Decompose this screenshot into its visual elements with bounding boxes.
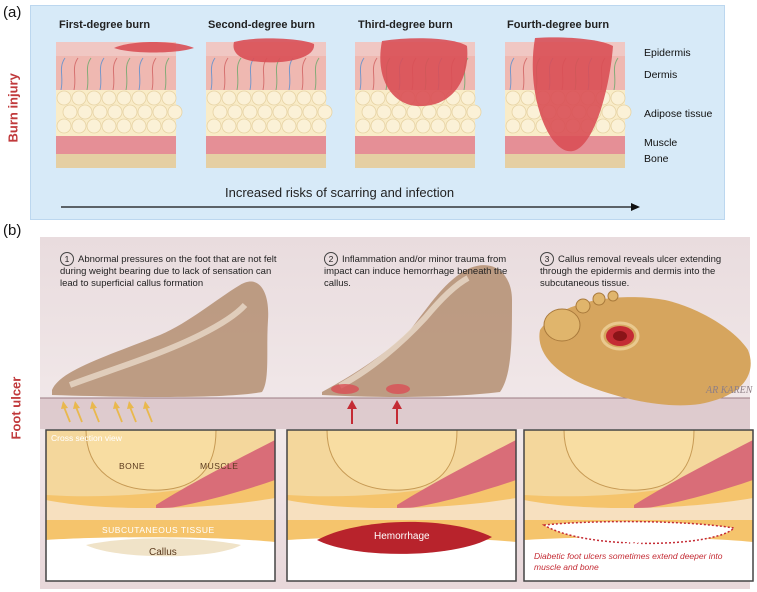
callus-pressure-arrows xyxy=(61,401,153,423)
skin-block-1 xyxy=(56,42,194,168)
risk-arrow-text: Increased risks of scarring and infectio… xyxy=(225,185,455,200)
skin-block-3 xyxy=(355,38,482,168)
step-1-description: Abnormal pressures on the foot that are … xyxy=(60,254,277,289)
ulcer-note: Diabetic foot ulcers sometimes extend de… xyxy=(534,551,723,572)
skin-block-4 xyxy=(505,37,632,168)
layer-label-muscle: Muscle xyxy=(644,137,678,149)
cross-section-2 xyxy=(286,429,517,582)
foot-3-illustration xyxy=(539,290,751,406)
subcutaneous-label: SUBCUTANEOUS TISSUE xyxy=(102,525,215,535)
layer-label-adipose: Adipose tissue xyxy=(644,108,713,120)
hemorrhage-label: Hemorrhage xyxy=(374,531,430,542)
callus-label: Callus xyxy=(149,547,177,558)
layer-label-bone: Bone xyxy=(644,153,669,165)
bone-label: BONE xyxy=(119,461,146,471)
cross-section-diagrams xyxy=(45,429,754,582)
step-3-description: Callus removal reveals ulcer extending t… xyxy=(540,254,722,289)
burn-area-2 xyxy=(233,38,315,63)
artist-signature: AR KAREN xyxy=(705,385,754,396)
muscle-label: MUSCLE xyxy=(200,461,239,471)
burn-skin-diagrams xyxy=(56,37,640,211)
step-3-number: 3 xyxy=(540,252,554,266)
burn-title-4: Fourth-degree burn xyxy=(507,19,610,31)
burn-area-3 xyxy=(380,38,468,107)
risk-arrow-head xyxy=(631,203,640,211)
step-1-number: 1 xyxy=(60,252,74,266)
cross-section-3 xyxy=(523,429,754,582)
cross-section-1 xyxy=(45,429,276,582)
panel-b-label: (b) xyxy=(3,222,22,239)
cross-section-title: Cross section view xyxy=(51,433,122,443)
skin-block-2 xyxy=(206,38,333,168)
foot-1-illustration xyxy=(52,281,269,397)
ground-surface xyxy=(40,398,750,429)
panel-a-label: (a) xyxy=(3,4,22,21)
foot-2-illustration xyxy=(322,265,512,397)
burn-area-1 xyxy=(114,42,194,53)
burn-panel: First-degree burn Second-degree burn Thi… xyxy=(30,5,725,220)
layer-label-dermis: Dermis xyxy=(644,69,678,81)
step-2-number: 2 xyxy=(324,252,338,266)
burn-title-3: Third-degree burn xyxy=(358,19,453,31)
burn-title-2: Second-degree burn xyxy=(208,19,315,31)
burn-area-4 xyxy=(532,37,613,152)
layer-label-epidermis: Epidermis xyxy=(644,47,691,59)
step-2-description: Inflammation and/or minor trauma from im… xyxy=(324,254,508,289)
hemorrhage-arrows xyxy=(347,400,402,424)
burn-title-1: First-degree burn xyxy=(59,19,151,31)
ulcer-label: Ulcer xyxy=(622,536,646,547)
